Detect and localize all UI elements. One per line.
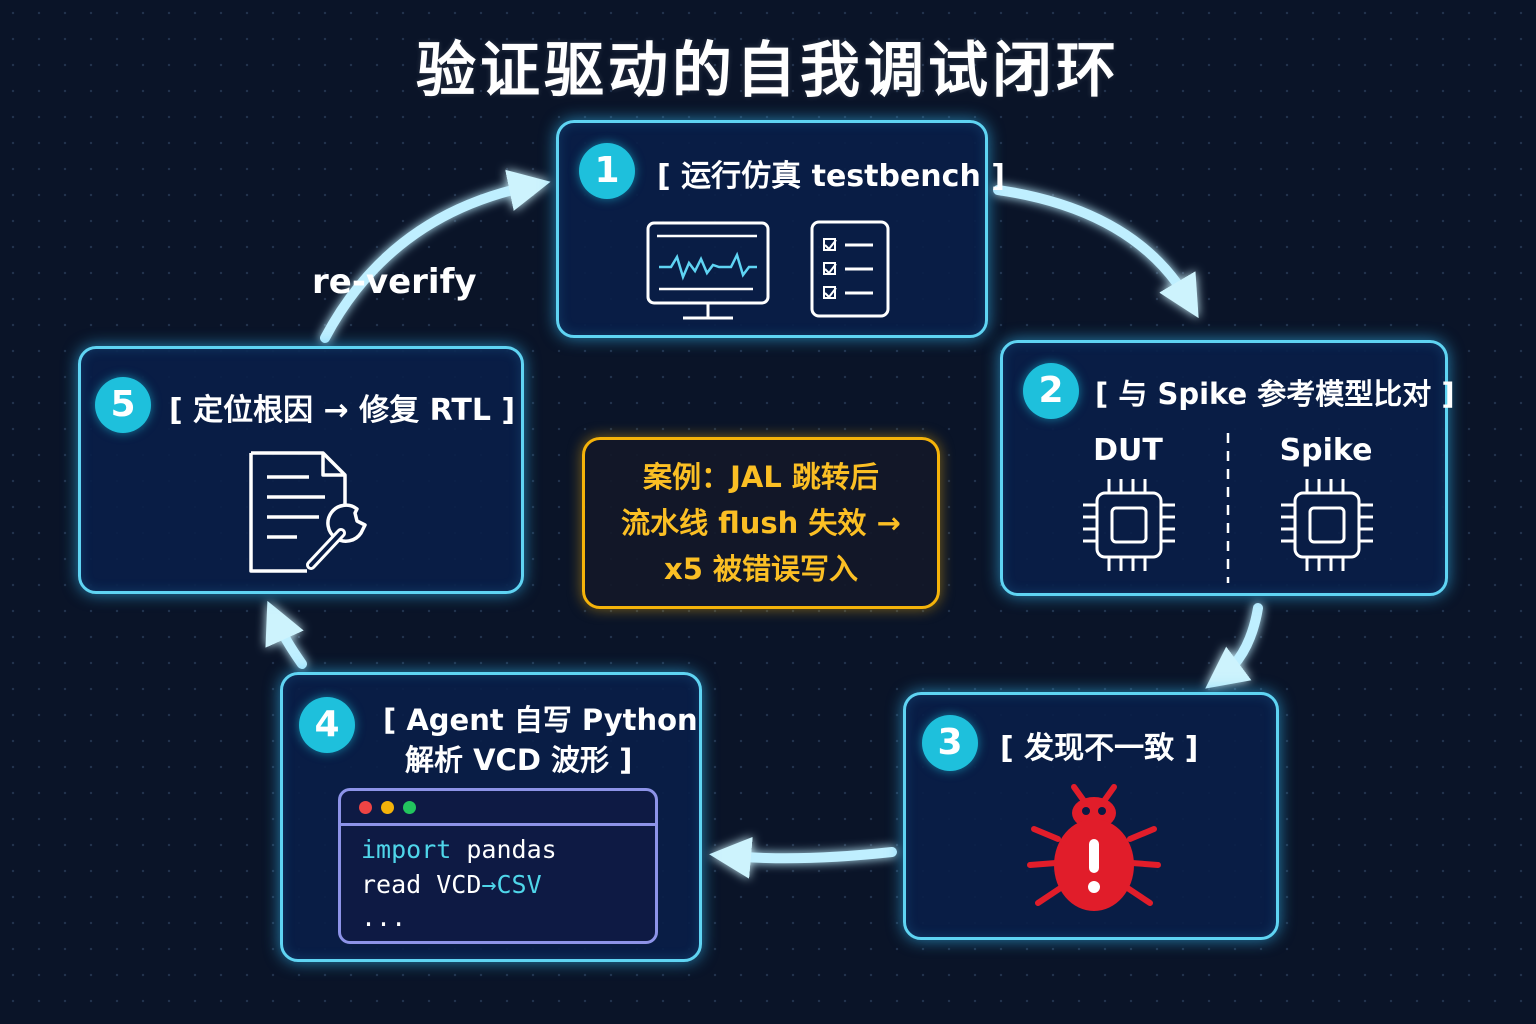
window-minimize-dot <box>381 801 394 814</box>
step-1-title: [ 运行仿真 testbench ] <box>657 159 1005 194</box>
step-2-badge: 2 <box>1023 363 1079 419</box>
code-text-pandas: pandas <box>451 835 557 864</box>
code-window-titlebar <box>341 791 655 826</box>
code-keyword-import: import <box>361 835 452 864</box>
document-wrench-icon <box>249 451 367 573</box>
checklist-icon <box>810 220 890 318</box>
step-1-badge: 1 <box>579 143 635 199</box>
case-note-line-2: 流水线 flush 失效 → <box>621 506 901 540</box>
code-line-3: ... <box>361 903 407 932</box>
step-3-card: 3 [ 发现不一致 ] <box>903 692 1279 940</box>
step-4-badge: 4 <box>299 697 355 753</box>
step-4-title-line1: [ Agent 自写 Python <box>383 703 698 737</box>
code-line-1: import pandas <box>361 835 557 864</box>
case-note-line-1: 案例：JAL 跳转后 <box>643 460 879 494</box>
arrow-5-to-1 <box>320 169 551 343</box>
step-5-title: [ 定位根因 → 修复 RTL ] <box>169 393 516 428</box>
window-close-dot <box>359 801 372 814</box>
code-text-to-csv: →CSV <box>481 870 542 899</box>
step-2-card: 2 [ 与 Spike 参考模型比对 ] DUT Spike <box>1000 340 1455 596</box>
step-3-badge: 3 <box>922 715 978 771</box>
case-note-line-3: x5 被错误写入 <box>664 552 858 586</box>
spike-label: Spike <box>1279 433 1373 468</box>
bug-alert-icon <box>1027 784 1161 911</box>
arrow-2-to-3 <box>1205 603 1263 689</box>
window-maximize-dot <box>403 801 416 814</box>
step-5-badge: 5 <box>95 377 151 433</box>
chip-icon <box>1281 479 1373 571</box>
code-line-2: read VCD→CSV <box>361 870 542 899</box>
step-3-title: [ 发现不一致 ] <box>1000 731 1199 766</box>
code-text-read-vcd: read VCD <box>361 870 482 899</box>
arrow-3-to-4 <box>709 836 897 879</box>
step-1-card: 1 [ 运行仿真 testbench ] <box>556 120 1005 338</box>
divider-dashed <box>1226 433 1230 583</box>
waveform-monitor-icon <box>646 221 770 320</box>
step-5-card: 5 [ 定位根因 → 修复 RTL ] <box>78 346 524 594</box>
case-note-box: 案例：JAL 跳转后 流水线 flush 失效 → x5 被错误写入 <box>582 437 940 609</box>
chip-icon <box>1083 479 1175 571</box>
arrow-4-to-5 <box>265 600 307 669</box>
page-title: 验证驱动的自我调试闭环 <box>416 36 1120 106</box>
arrow-1-to-2 <box>993 185 1199 319</box>
code-window: import pandas read VCD→CSV ... <box>338 788 658 944</box>
step-2-title: [ 与 Spike 参考模型比对 ] <box>1095 377 1455 411</box>
step-4-title-line2: 解析 VCD 波形 ] <box>405 743 633 777</box>
dut-label: DUT <box>1093 433 1163 468</box>
reverify-label: re-verify <box>312 262 477 302</box>
